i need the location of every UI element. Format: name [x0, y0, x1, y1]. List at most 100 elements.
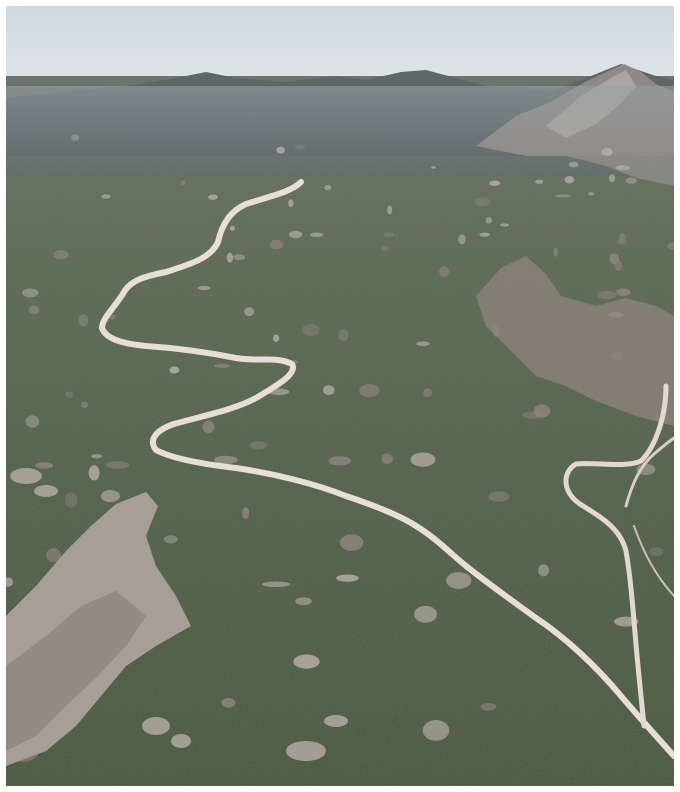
- rock-outcrop: [387, 205, 393, 215]
- rock-outcrop: [538, 564, 550, 577]
- rock-outcrop: [208, 194, 218, 200]
- rock-outcrop: [53, 250, 69, 260]
- rock-outcrop: [423, 388, 432, 398]
- rock-outcrop: [35, 462, 54, 469]
- right-dirt-track: [563, 383, 669, 729]
- boulder: [34, 485, 58, 497]
- rock-outcrop: [273, 334, 280, 342]
- rock-outcrop: [458, 234, 466, 245]
- rock-outcrop: [649, 547, 664, 556]
- rock-outcrop: [214, 363, 231, 368]
- rock-outcrop: [202, 420, 215, 434]
- rock-outcrop: [359, 384, 380, 398]
- rock-outcrop: [309, 232, 324, 237]
- rock-outcrop: [597, 290, 617, 300]
- rock-outcrop: [101, 194, 111, 199]
- boulder: [10, 468, 42, 484]
- right-rock-hill: [476, 256, 674, 426]
- rock-outcrop: [261, 581, 291, 588]
- rock-outcrop: [535, 179, 544, 184]
- rock-outcrop: [288, 199, 294, 208]
- rock-outcrop: [226, 252, 234, 263]
- rock-outcrop: [65, 492, 78, 508]
- rock-outcrop: [25, 415, 40, 428]
- rock-outcrop: [416, 341, 430, 347]
- rock-outcrop: [616, 288, 631, 297]
- rock-outcrop: [197, 285, 211, 291]
- rock-outcrop: [46, 548, 61, 563]
- rock-outcrop: [322, 385, 335, 396]
- main-dirt-track: [99, 179, 674, 759]
- rock-outcrop: [180, 180, 185, 186]
- rock-outcrop: [230, 225, 235, 231]
- rock-outcrop: [564, 176, 575, 184]
- rock-outcrop: [213, 455, 238, 464]
- rock-outcrop: [276, 146, 285, 154]
- boulder: [171, 734, 191, 748]
- rock-outcrop: [269, 239, 283, 250]
- rock-outcrop: [293, 654, 320, 669]
- landscape-scene: [6, 6, 674, 786]
- rock-outcrop: [533, 404, 551, 418]
- rock-outcrop: [431, 166, 436, 169]
- rock-outcrop: [381, 246, 389, 252]
- rock-outcrop: [488, 491, 510, 502]
- rock-outcrop: [383, 232, 394, 237]
- aerial-photo: [6, 6, 674, 786]
- rock-outcrop: [71, 134, 79, 141]
- rock-outcrop: [301, 324, 320, 336]
- rock-outcrop: [553, 247, 559, 257]
- rock-outcrop: [446, 572, 472, 589]
- rock-outcrop: [615, 165, 630, 171]
- rock-outcrop: [338, 329, 349, 341]
- rock-outcrop: [555, 194, 572, 198]
- rock-outcrop: [233, 254, 246, 261]
- right-dirt-track-branch: [624, 436, 674, 508]
- boulder: [142, 717, 170, 735]
- rock-outcrop: [479, 232, 491, 237]
- rock-outcrop: [65, 391, 74, 399]
- rock-outcrop: [485, 217, 492, 224]
- rock-outcrop: [169, 366, 180, 374]
- right-dirt-track-lower: [633, 525, 674, 597]
- rock-outcrop: [295, 597, 312, 606]
- rock-outcrop: [249, 441, 268, 450]
- rock-outcrop: [28, 305, 40, 315]
- rock-outcrop: [91, 454, 103, 459]
- rock-outcrop: [601, 147, 613, 156]
- vegetation-texture: [6, 156, 674, 786]
- rock-outcrop: [410, 452, 436, 467]
- rock-outcrop: [588, 192, 595, 196]
- rock-outcrop: [625, 177, 637, 184]
- rock-outcrop: [336, 574, 359, 582]
- rock-outcrop: [618, 232, 626, 243]
- rock-outcrop: [340, 534, 364, 551]
- rock-outcrop: [480, 703, 497, 711]
- rock-outcrop: [422, 720, 450, 741]
- rock-outcrop: [221, 697, 236, 708]
- rock-outcrop: [328, 456, 351, 466]
- rock-outcrop: [439, 266, 450, 277]
- rock-outcrop: [381, 453, 393, 465]
- rock-outcrop: [324, 185, 332, 191]
- rock-outcrop: [489, 180, 501, 186]
- rock-outcrop: [78, 314, 89, 327]
- rock-outcrop: [81, 401, 88, 408]
- rock-outcrop: [6, 577, 14, 587]
- rock-outcrop: [667, 242, 674, 250]
- rock-outcrop: [568, 161, 579, 168]
- rock-outcrop: [475, 197, 490, 207]
- rock-outcrop: [88, 465, 100, 481]
- rock-outcrop: [413, 605, 438, 623]
- rock-outcrop: [22, 288, 39, 298]
- rock-outcrop: [289, 230, 303, 239]
- boulder: [286, 741, 326, 761]
- rock-outcrop: [609, 253, 619, 265]
- rock-outcrop: [242, 507, 250, 519]
- rock-outcrop: [608, 174, 616, 183]
- rock-outcrop: [294, 144, 306, 150]
- foreground-rock-shade: [6, 591, 146, 751]
- rock-outcrop: [164, 535, 178, 544]
- rock-outcrop: [244, 307, 255, 317]
- rock-outcrop: [100, 490, 120, 503]
